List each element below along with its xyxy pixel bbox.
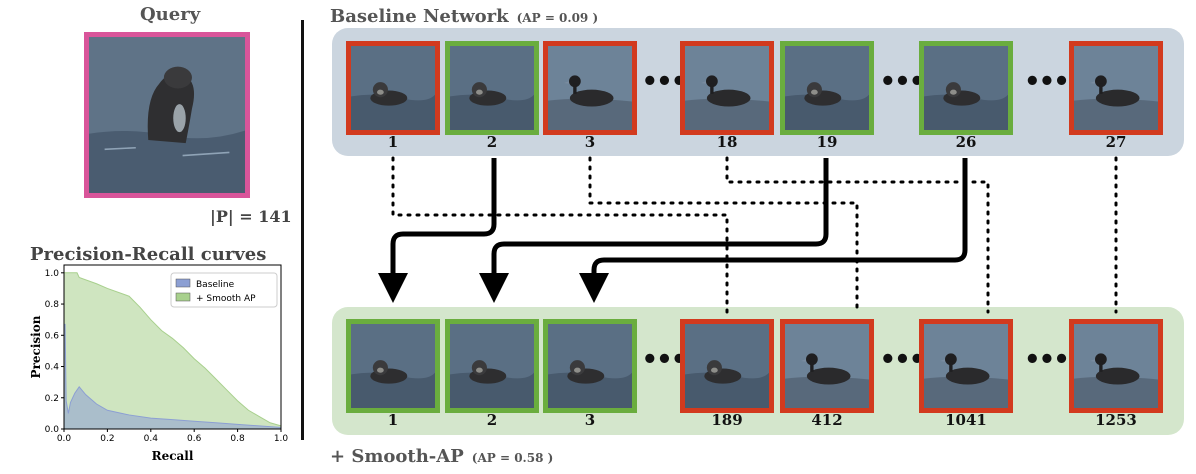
baseline-rank-label: 1 [387, 133, 399, 151]
duck-image [685, 46, 769, 130]
baseline-title: Baseline Network (AP = 0.09 ) [330, 6, 598, 27]
baseline-rank-label: 26 [955, 133, 977, 151]
baseline-ellipsis: ••• [1024, 67, 1070, 97]
smooth-ap-result-3 [543, 319, 637, 413]
pr-legend-label: + Smooth AP [196, 294, 256, 304]
dotted-path-3 [588, 156, 859, 314]
pr-legend-label: Baseline [196, 280, 235, 290]
smooth-ap-rank-label: 3 [584, 411, 596, 429]
pr-x-tick-label: 0.4 [144, 434, 159, 444]
sea-otter-image [450, 46, 534, 130]
smooth-ap-rank-label: 1 [387, 411, 399, 429]
smooth-ap-ellipsis: ••• [879, 345, 926, 375]
arrow-26-to-3 [579, 158, 968, 303]
pr-y-tick-label: 0.8 [45, 300, 60, 310]
sea-otter-image [351, 46, 435, 130]
pr-chart-title: Precision-Recall curves [30, 244, 267, 265]
query-image [84, 32, 250, 198]
arrow-2-to-1 [378, 158, 497, 303]
sea-otter-image [924, 46, 1008, 130]
duck-image [1074, 46, 1158, 130]
baseline-result-1 [346, 41, 440, 135]
pr-series-area [63, 272, 282, 430]
smooth-ap-rank-label: 1041 [945, 411, 987, 429]
sea-otter-image [89, 37, 245, 193]
smooth-ap-result-1041 [919, 319, 1013, 413]
smooth-ap-ellipsis: ••• [1024, 345, 1070, 375]
baseline-result-26 [919, 41, 1013, 135]
sea-otter-image [548, 324, 632, 408]
pr-y-tick-label: 0.4 [45, 363, 60, 373]
duck-image [548, 46, 632, 130]
pr-x-tick-label: 1.0 [274, 434, 289, 444]
sea-otter-image [685, 324, 769, 408]
baseline-result-3 [543, 41, 637, 135]
pr-axes-frame [63, 264, 282, 430]
arrow-19-to-2 [479, 158, 829, 303]
smooth-ap-rank-label: 189 [711, 411, 743, 429]
pr-y-tick-label: 0.6 [45, 331, 60, 341]
smooth-ap-ellipsis: ••• [641, 345, 688, 375]
smooth-ap-result-2 [445, 319, 539, 413]
baseline-rank-label: 19 [816, 133, 838, 151]
baseline-result-27 [1069, 41, 1163, 135]
pr-y-tick-label: 0.0 [45, 425, 60, 435]
baseline-ellipsis: ••• [879, 67, 926, 97]
pr-plot-area: 0.0 0.2 0.4 0.6 0.8 1.0 0.0 0.2 0.4 0.6 0.8 1.0Reca… [29, 264, 289, 463]
duck-image [785, 324, 869, 408]
baseline-ellipsis: ••• [641, 67, 688, 97]
baseline-rank-label: 18 [716, 133, 738, 151]
sea-otter-image [450, 324, 534, 408]
smooth-ap-result-1253 [1069, 319, 1163, 413]
smooth-ap-rank-label: 412 [811, 411, 843, 429]
pr-series-area [63, 323, 282, 430]
smooth-ap-result-412 [780, 319, 874, 413]
smooth-ap-title: + Smooth-AP (AP = 0.58 ) [330, 446, 553, 467]
smooth-ap-label: + Smooth-AP [330, 446, 464, 467]
pr-legend-swatch [175, 292, 191, 302]
baseline-ap: (AP = 0.09 ) [516, 11, 599, 25]
baseline-rank-label: 27 [1105, 133, 1127, 151]
duck-image [924, 324, 1008, 408]
dotted-path-1 [391, 156, 729, 314]
sea-otter-image [351, 324, 435, 408]
duck-image [1074, 324, 1158, 408]
pr-y-tick-label: 0.2 [45, 394, 59, 404]
baseline-rank-label: 3 [584, 133, 596, 151]
pr-y-axis-label: Precision [29, 315, 43, 378]
baseline-label: Baseline Network [330, 6, 509, 27]
pr-y-tick-label: 1.0 [45, 269, 60, 279]
pr-x-tick-label: 0.2 [100, 434, 114, 444]
pr-x-tick-label: 0.0 [57, 434, 72, 444]
baseline-result-18 [680, 41, 774, 135]
sea-otter-image [785, 46, 869, 130]
baseline-result-19 [780, 41, 874, 135]
smooth-ap-rank-label: 2 [486, 411, 498, 429]
positives-count: |P| = 141 [210, 207, 292, 226]
smooth-ap-result-189 [680, 319, 774, 413]
pr-legend [170, 272, 278, 308]
baseline-rank-label: 2 [486, 133, 498, 151]
pr-chart: 0.0 0.2 0.4 0.6 0.8 1.0 0.0 0.2 0.4 0.6 0.8 1.0Reca… [29, 264, 289, 463]
pr-x-axis-label: Recall [152, 449, 194, 463]
smooth-ap-rank-label: 1253 [1095, 411, 1137, 429]
pr-x-tick-label: 0.6 [187, 434, 202, 444]
smooth-ap-ap: (AP = 0.58 ) [471, 451, 554, 465]
query-title: Query [140, 4, 201, 25]
dotted-path-18 [725, 156, 990, 314]
column-divider [301, 20, 304, 440]
pr-x-tick-label: 0.8 [230, 434, 245, 444]
pr-legend-swatch [175, 278, 191, 288]
baseline-result-2 [445, 41, 539, 135]
smooth-ap-result-1 [346, 319, 440, 413]
